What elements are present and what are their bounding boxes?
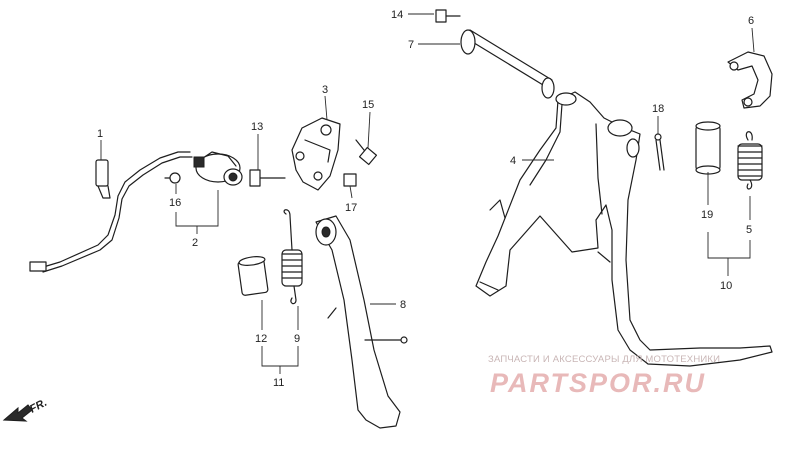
collar-12[interactable] (237, 255, 269, 296)
callout-3: 3 (322, 84, 328, 96)
bolt-13 (249, 169, 261, 187)
callout-8: 8 (400, 299, 406, 311)
callout-9: 9 (294, 333, 300, 345)
callout-2: 2 (192, 237, 198, 249)
callout-4: 4 (510, 155, 516, 167)
collar-19[interactable] (695, 121, 721, 175)
arrow-left-icon (2, 404, 33, 422)
watermark: ЗАПЧАСТИ И АКСЕССУАРЫ ДЛЯ МОТОТЕХНИКИ PA… (488, 354, 720, 398)
callout-1: 1 (97, 128, 103, 140)
bolt-15 (358, 146, 378, 166)
callout-18: 18 (652, 103, 664, 115)
spring-9[interactable] (281, 209, 303, 305)
side-stand[interactable] (315, 215, 408, 429)
callout-12: 12 (255, 333, 267, 345)
callout-13: 13 (251, 121, 263, 133)
pivot-pipe-and-bolt[interactable] (435, 9, 555, 99)
nut-17 (343, 173, 357, 187)
watermark-tagline: ЗАПЧАСТИ И АКСЕССУАРЫ ДЛЯ МОТОТЕХНИКИ (488, 354, 720, 365)
side-stand-switch-assembly[interactable] (29, 151, 243, 273)
spring-5[interactable] (737, 131, 763, 190)
callout-16: 16 (169, 197, 181, 209)
callout-19: 19 (701, 209, 713, 221)
front-direction-indicator: FR. (2, 397, 49, 422)
main-stand[interactable] (475, 91, 773, 367)
cable-connector (29, 261, 47, 272)
cotter-pin[interactable] (654, 133, 665, 171)
cable-clip (95, 159, 109, 187)
bolt-14 (435, 9, 447, 23)
callout-numbers: 1 2 3 4 5 6 7 8 9 10 11 12 13 14 15 16 1… (97, 9, 754, 389)
callout-15: 15 (362, 99, 374, 111)
side-stand-bracket[interactable] (249, 117, 378, 191)
direction-label: FR. (28, 397, 49, 416)
callout-6: 6 (748, 15, 754, 27)
callout-7: 7 (408, 39, 414, 51)
callout-5: 5 (746, 224, 752, 236)
stand-stopper[interactable] (727, 51, 773, 109)
callout-14: 14 (391, 9, 403, 21)
callout-10: 10 (720, 280, 732, 292)
switch-bolt (169, 172, 181, 184)
callout-17: 17 (345, 202, 357, 214)
leader-lines (100, 13, 755, 374)
callout-11: 11 (273, 377, 284, 389)
watermark-logo: PARTSPOR.RU (490, 368, 706, 398)
